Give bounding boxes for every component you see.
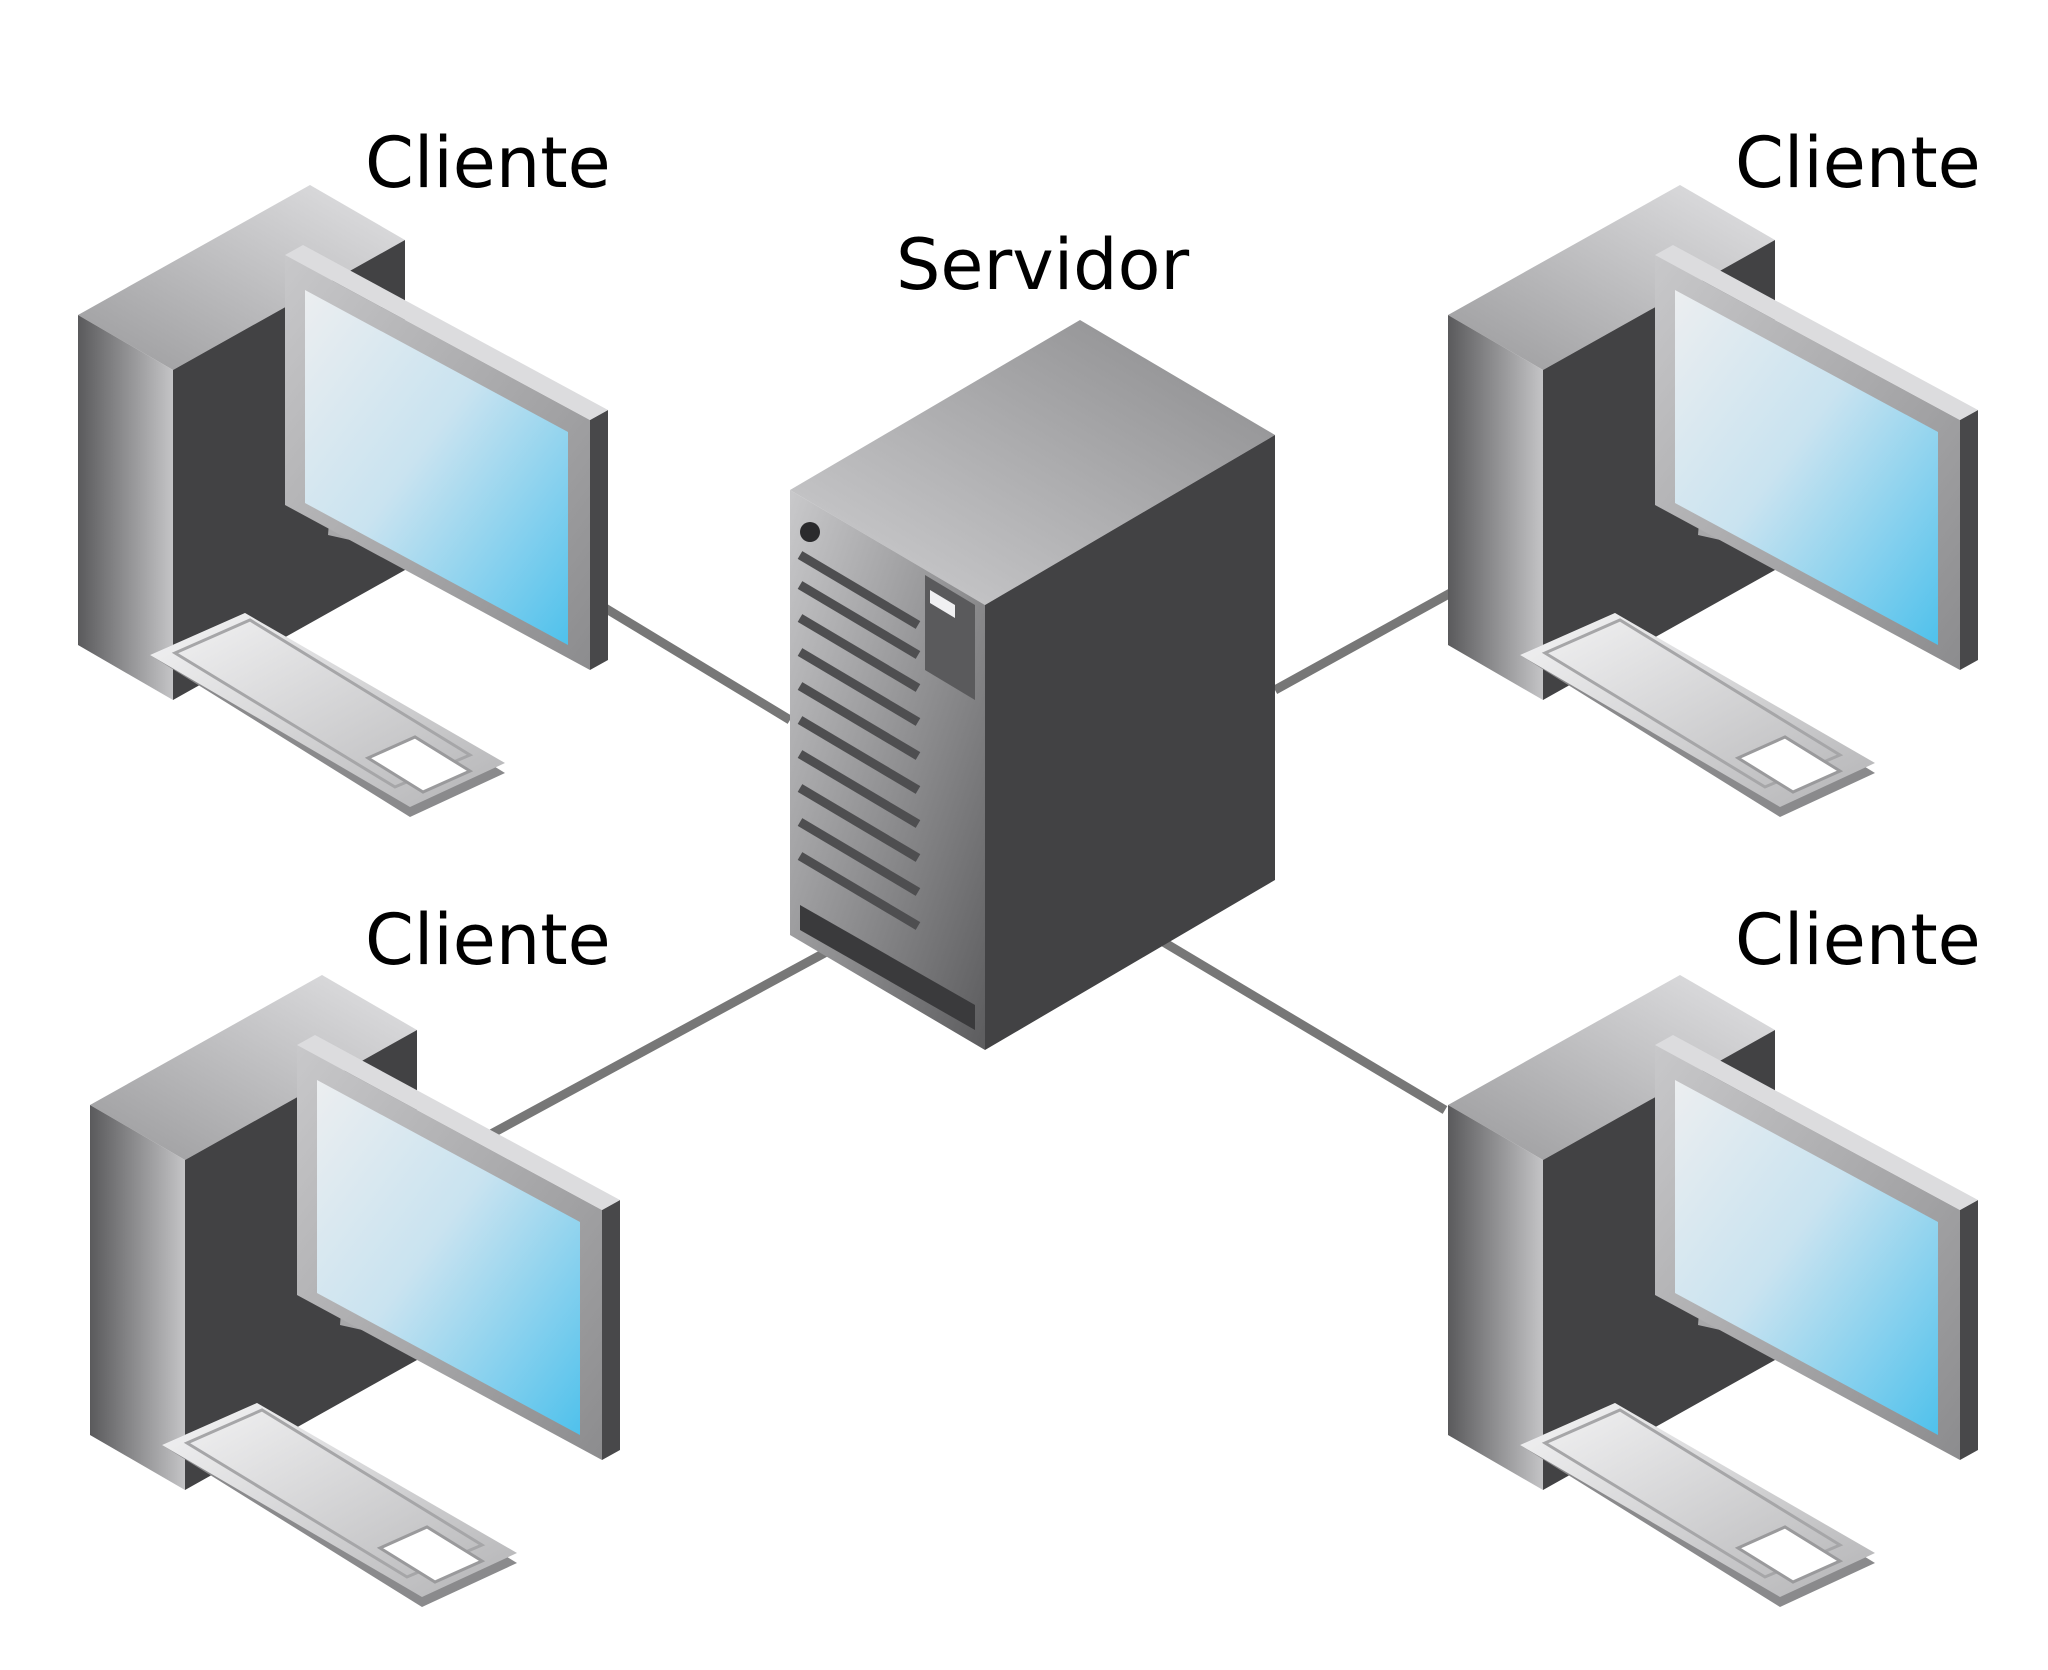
server-label: Servidor bbox=[896, 224, 1190, 306]
client-computer-icon bbox=[76, 183, 610, 819]
client-computer-icon bbox=[1446, 973, 1980, 1609]
server-icon bbox=[790, 320, 1275, 1050]
link-bottom-right bbox=[1157, 936, 1448, 1114]
client-label-top-left: Cliente bbox=[365, 122, 611, 204]
client-computer-icon bbox=[88, 973, 622, 1609]
link-top-right bbox=[1272, 581, 1468, 694]
client-label-bottom-left: Cliente bbox=[365, 899, 611, 981]
link-top-left bbox=[602, 604, 793, 724]
link-bottom-left bbox=[477, 946, 833, 1144]
connection-lines bbox=[477, 581, 1468, 1144]
client-computer-icon bbox=[1446, 183, 1980, 819]
client-label-bottom-right: Cliente bbox=[1735, 899, 1981, 981]
client-label-top-right: Cliente bbox=[1735, 122, 1981, 204]
